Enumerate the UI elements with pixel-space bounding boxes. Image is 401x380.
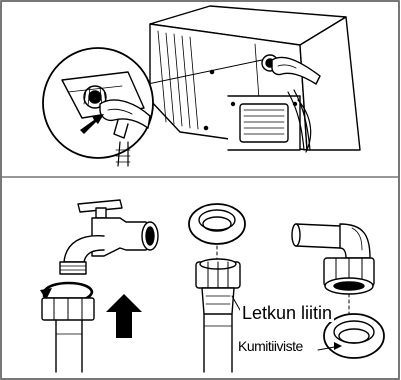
magnifier-detail — [43, 48, 153, 158]
elbow-fitting-illustration — [292, 224, 384, 358]
arrow-up-icon — [106, 294, 142, 338]
water-tap-illustration — [40, 200, 158, 372]
hose-fitting-label: Letkun liitin — [240, 304, 334, 322]
washing-machine-illustration — [150, 6, 360, 152]
rubber-gasket-label: Kumitiiviste — [237, 339, 304, 353]
